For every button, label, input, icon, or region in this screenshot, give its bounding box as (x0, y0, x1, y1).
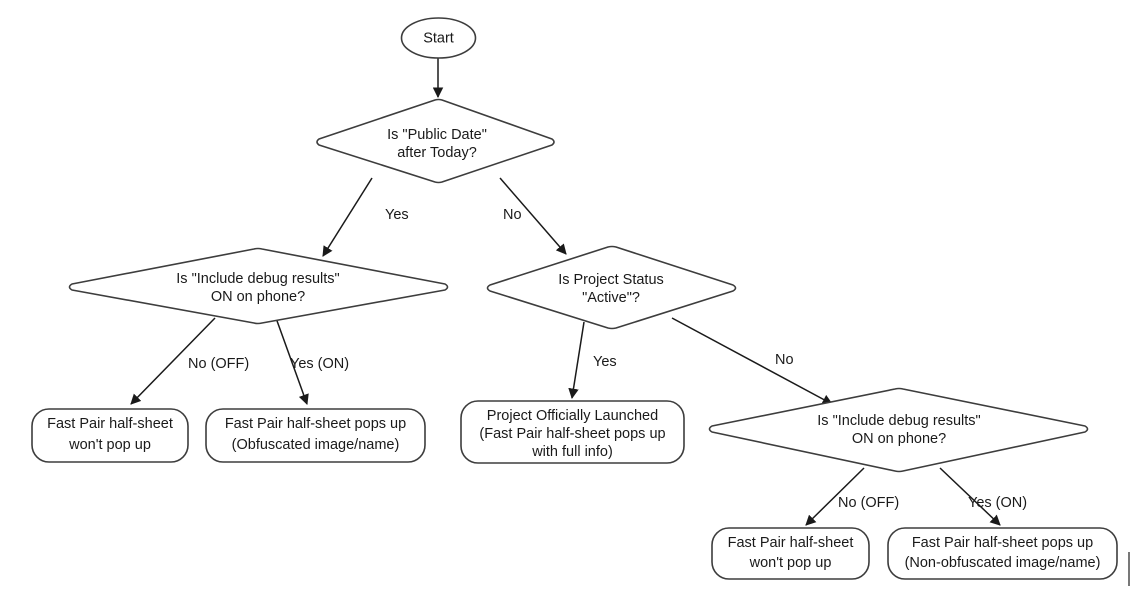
node-result-launched-line1: Project Officially Launched (487, 408, 658, 424)
edge-debug-left-off (130, 317, 216, 405)
node-result-right-on: Fast Pair half-sheet pops up (Non-obfusc… (887, 527, 1118, 580)
node-debug-results-left-line2: ON on phone? (211, 289, 305, 305)
edge-debug-right-on (939, 467, 1001, 526)
edge-label-public-date-yes: Yes (385, 207, 409, 223)
node-result-launched-line2: (Fast Pair half-sheet pops up (479, 426, 665, 442)
node-result-left-on-line2: (Obfuscated image/name) (232, 437, 400, 453)
node-project-status-line2: "Active"? (582, 290, 640, 306)
edge-project-status-no (671, 317, 833, 405)
edge-debug-right-off (805, 467, 865, 526)
node-result-left-on: Fast Pair half-sheet pops up (Obfuscated… (205, 408, 426, 463)
node-debug-results-right-decision: Is "Include debug results" ON on phone? (708, 387, 1089, 473)
node-result-left-off: Fast Pair half-sheet won't pop up (31, 408, 189, 463)
node-debug-results-left-line1: Is "Include debug results" (176, 271, 339, 287)
node-result-left-off-line2: won't pop up (68, 437, 151, 453)
node-result-right-off-line1: Fast Pair half-sheet (728, 535, 854, 551)
edge-public-date-no (499, 177, 567, 255)
node-debug-results-left-decision: Is "Include debug results" ON on phone? (68, 247, 449, 325)
node-result-left-off-line1: Fast Pair half-sheet (47, 416, 173, 432)
node-start: Start (400, 17, 477, 59)
edge-label-debug-left-off: No (OFF) (188, 356, 249, 372)
edge-label-project-status-yes: Yes (593, 354, 617, 370)
edge-project-status-yes (568, 321, 585, 400)
node-result-left-on-line1: Fast Pair half-sheet pops up (225, 416, 406, 432)
edge-debug-left-on (275, 317, 309, 405)
node-result-right-off-line2: won't pop up (749, 555, 832, 571)
edge-label-project-status-no: No (775, 352, 794, 368)
node-debug-results-right-line1: Is "Include debug results" (817, 413, 980, 429)
edge-label-debug-left-on: Yes (ON) (290, 356, 349, 372)
node-result-right-on-line2: (Non-obfuscated image/name) (905, 555, 1101, 571)
node-project-status-decision: Is Project Status "Active"? (486, 245, 737, 330)
node-debug-results-right-line2: ON on phone? (852, 431, 946, 447)
node-public-date-decision: Is "Public Date" after Today? (316, 98, 555, 184)
node-public-date-line1: Is "Public Date" (387, 127, 487, 143)
node-result-launched-line3: with full info) (531, 444, 613, 460)
node-result-right-off: Fast Pair half-sheet won't pop up (711, 527, 870, 580)
node-project-status-line1: Is Project Status (558, 272, 664, 288)
edge-label-debug-right-on: Yes (ON) (968, 495, 1027, 511)
edge-label-debug-right-off: No (OFF) (838, 495, 899, 511)
edge-label-public-date-no: No (503, 207, 522, 223)
node-result-launched: Project Officially Launched (Fast Pair h… (460, 400, 685, 464)
node-public-date-line2: after Today? (397, 145, 477, 161)
node-result-right-on-line1: Fast Pair half-sheet pops up (912, 535, 1093, 551)
edge-public-date-yes (322, 177, 373, 257)
node-start-label: Start (423, 30, 454, 46)
